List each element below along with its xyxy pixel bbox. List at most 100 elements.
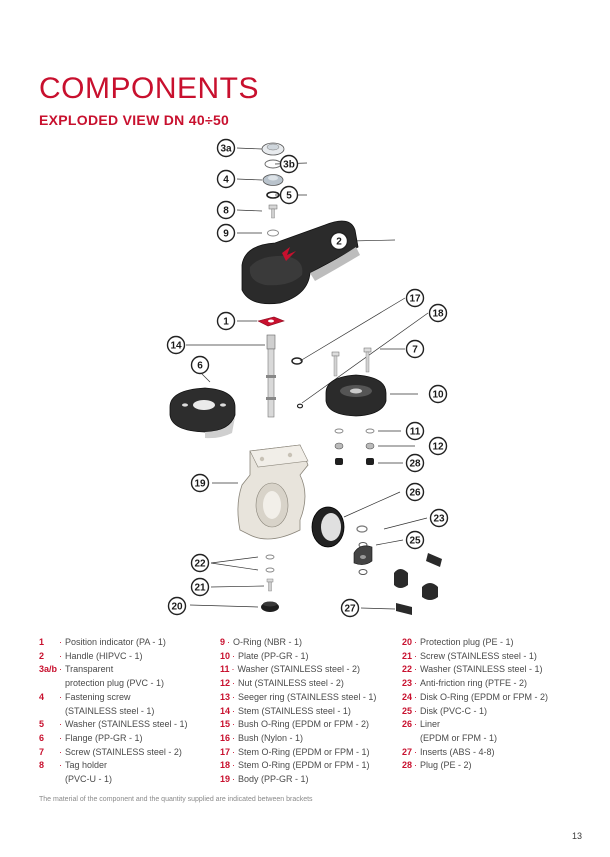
legend-item: 11·Washer (STAINLESS steel - 2) xyxy=(220,663,396,677)
legend-item-number: 15 xyxy=(220,719,231,730)
page-number: 13 xyxy=(572,831,583,841)
legend-separator: · xyxy=(414,691,418,702)
legend-item-number: 5 xyxy=(39,719,45,730)
legend-separator: · xyxy=(414,760,418,771)
callout-number: 2 xyxy=(336,237,342,248)
legend-item-number: 28 xyxy=(402,760,413,771)
legend-separator: · xyxy=(232,774,236,785)
part-ring-23 xyxy=(356,525,368,533)
legend-item-text: Flange (PP-GR - 1) xyxy=(65,732,143,743)
callout-number: 18 xyxy=(432,309,444,320)
part-nuts-12 xyxy=(334,442,375,450)
legend-item: 1·Position indicator (PA - 1) xyxy=(39,636,211,650)
callout-number: 25 xyxy=(409,536,421,547)
legend-separator: · xyxy=(414,719,418,730)
legend-item-text: Handle (HIPVC - 1) xyxy=(65,650,143,661)
callout-number: 11 xyxy=(410,427,421,438)
callout-21: 21 xyxy=(190,577,210,597)
legend-item-number: 8 xyxy=(39,760,45,771)
legend-item-text: Stem O-Ring (EPDM or FPM - 1) xyxy=(238,760,370,771)
legend-item-text: Bush (Nylon - 1) xyxy=(238,732,304,743)
legend-item-text: Disk (PVC-C - 1) xyxy=(420,705,488,716)
legend-item-text: Disk O-Ring (EPDM or FPM - 2) xyxy=(420,691,549,702)
legend-separator: · xyxy=(59,732,62,743)
part-body-19 xyxy=(237,444,309,540)
legend-item-number: 3a/b xyxy=(39,664,58,675)
legend-item: 19·Body (PP-GR - 1) xyxy=(220,773,396,787)
part-plug-3a xyxy=(261,142,285,156)
legend-item-number: 24 xyxy=(402,691,413,702)
legend-item-number: 14 xyxy=(220,705,231,716)
callout-23: 23 xyxy=(429,508,449,528)
legend-item: 2·Handle (HIPVC - 1) xyxy=(39,650,211,664)
legend-item: 14·Stem (STAINLESS steel - 1) xyxy=(220,705,396,719)
part-washer-5 xyxy=(267,229,279,237)
legend-item-text: Washer (STAINLESS steel - 2) xyxy=(237,664,361,675)
legend-separator: · xyxy=(414,650,418,661)
callout-number: 26 xyxy=(409,488,421,499)
legend-item: 26·Liner (EPDM or FPM - 1) xyxy=(402,718,577,745)
legend-item-text: Position indicator (PA - 1) xyxy=(65,637,166,647)
callout-number: 27 xyxy=(344,604,356,615)
legend-item-number: 19 xyxy=(220,774,231,785)
legend-item-number: 20 xyxy=(402,637,413,647)
part-plate-10 xyxy=(325,374,387,417)
callout-number: 21 xyxy=(194,583,206,594)
callout-10: 10 xyxy=(428,384,448,404)
legend-item: 27·Inserts (ABS - 4-8) xyxy=(402,746,577,760)
legend-separator: · xyxy=(59,691,62,702)
legend-item-number: 22 xyxy=(402,664,413,675)
legend-item: 3a/b·Transparent protection plug (PVC - … xyxy=(39,663,211,690)
legend-item-text: Nut (STAINLESS steel - 2) xyxy=(238,678,344,689)
part-indicator-1 xyxy=(257,316,285,327)
legend-item-number: 26 xyxy=(402,719,413,730)
callout-number: 7 xyxy=(412,345,418,356)
legend-item-text: Stem (STAINLESS steel - 1) xyxy=(238,705,351,716)
legend-item-text: Stem O-Ring (EPDM or FPM - 1) xyxy=(238,746,370,757)
legend-column-1: 1·Position indicator (PA - 1)2·Handle (H… xyxy=(39,636,211,787)
callout-number: 19 xyxy=(194,479,206,490)
page-title: COMPONENTS xyxy=(39,72,260,105)
callout-number: 22 xyxy=(194,559,206,570)
callout-17: 17 xyxy=(405,288,425,308)
legend-separator: · xyxy=(231,664,235,675)
callout-3b: 3b xyxy=(279,154,299,174)
callout-number: 12 xyxy=(432,442,444,453)
legend-item: 8·Tag holder (PVC-U - 1) xyxy=(39,759,211,786)
legend-item: 20·Protection plug (PE - 1) xyxy=(402,636,577,650)
legend-item-number: 9 xyxy=(220,637,226,647)
callout-25: 25 xyxy=(405,530,425,550)
legend-item-number: 12 xyxy=(220,678,231,689)
legend-separator: · xyxy=(59,650,62,661)
leader-lines xyxy=(186,147,429,610)
callout-number: 3b xyxy=(283,160,295,171)
callout-2: 2 xyxy=(329,231,349,251)
legend-item-number: 11 xyxy=(220,664,230,675)
callout-22: 22 xyxy=(190,553,210,573)
legend-separator: · xyxy=(59,664,62,675)
legend-item-number: 27 xyxy=(402,746,413,757)
legend-item: 16·Bush (Nylon - 1) xyxy=(220,732,396,746)
legend-item-number: 17 xyxy=(220,746,231,757)
legend-item-text: Liner (EPDM or FPM - 1) xyxy=(420,719,498,743)
callout-number: 3a xyxy=(220,144,232,155)
callout-28: 28 xyxy=(405,453,425,473)
legend-item: 28·Plug (PE - 2) xyxy=(402,759,577,773)
part-washers-22 xyxy=(265,554,275,573)
callout-number: 14 xyxy=(170,341,182,352)
callout-7: 7 xyxy=(405,339,425,359)
legend-separator: · xyxy=(232,732,236,743)
legend-separator: · xyxy=(232,719,236,730)
legend-item-text: Plate (PP-GR - 1) xyxy=(238,650,309,661)
legend-separator: · xyxy=(227,637,231,647)
legend-item-text: Screw (STAINLESS steel - 2) xyxy=(65,746,182,757)
part-inserts-27 xyxy=(394,553,442,615)
legend-item-text: Transparent protection plug (PVC - 1) xyxy=(65,664,165,689)
callout-number: 4 xyxy=(223,175,229,186)
part-plug-20 xyxy=(261,601,279,612)
section-subtitle: EXPLODED VIEW DN 40÷50 xyxy=(39,112,230,128)
legend-item-number: 4 xyxy=(39,691,45,702)
legend-item: 12·Nut (STAINLESS steel - 2) xyxy=(220,677,396,691)
legend-separator: · xyxy=(414,705,418,716)
